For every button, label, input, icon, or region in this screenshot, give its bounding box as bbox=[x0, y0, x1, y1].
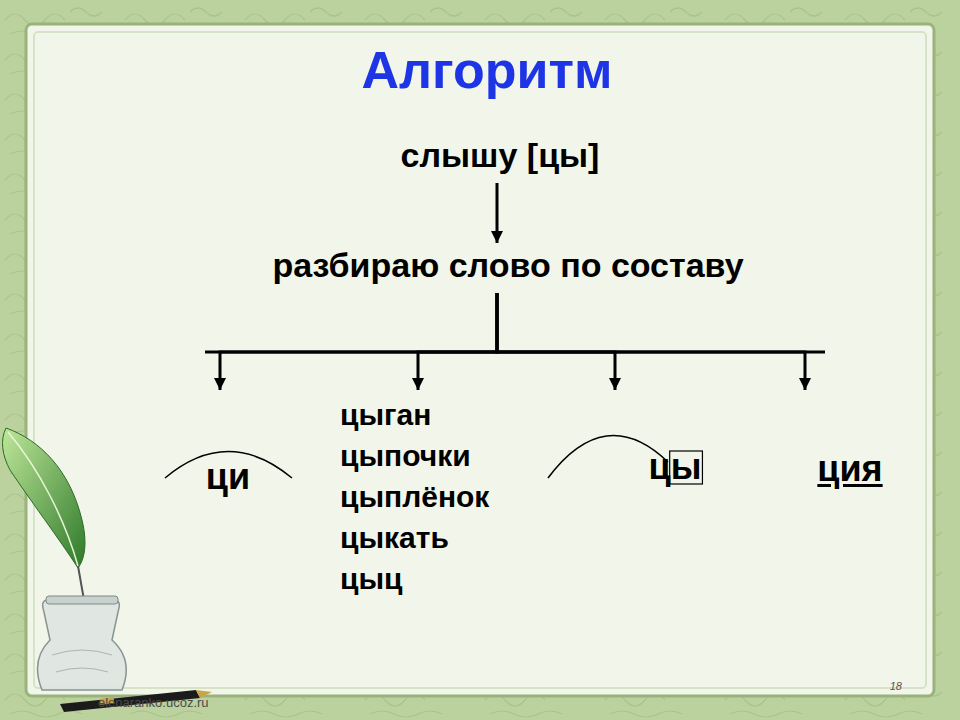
node-text: цыц bbox=[340, 558, 489, 599]
exception-list: цыганцыпочкицыплёнокцыкатьцыц bbox=[338, 392, 491, 599]
node-text: цыкать bbox=[340, 517, 489, 558]
feather-illustration bbox=[3, 428, 212, 712]
step-text: разбираю слово по составу bbox=[270, 246, 745, 285]
node-text: цы bbox=[649, 446, 702, 488]
step-text: слышу [цы] bbox=[399, 136, 602, 175]
case-ending: цы bbox=[647, 392, 704, 488]
flow-arrow bbox=[220, 293, 497, 390]
flow-arrow bbox=[497, 293, 615, 390]
node-text: разбираю слово по составу bbox=[272, 246, 743, 285]
flow-arrow bbox=[418, 293, 497, 390]
flow-arrow bbox=[497, 293, 805, 390]
flow-arrow bbox=[496, 183, 499, 243]
node-text: ция bbox=[817, 448, 882, 490]
node-text: цыпочки bbox=[340, 435, 489, 476]
node-text: ци bbox=[206, 456, 250, 498]
case-ending: ци bbox=[204, 392, 252, 498]
slide-title: Алгоритм bbox=[362, 40, 613, 100]
node-text: цыган bbox=[340, 394, 489, 435]
site-watermark: elenaranko.ucoz.ru bbox=[98, 695, 209, 710]
node-text: слышу [цы] bbox=[401, 136, 600, 175]
slide-number: 18 bbox=[890, 680, 902, 692]
node-text: цыплёнок bbox=[340, 476, 489, 517]
case-suffix: ция bbox=[815, 392, 884, 490]
